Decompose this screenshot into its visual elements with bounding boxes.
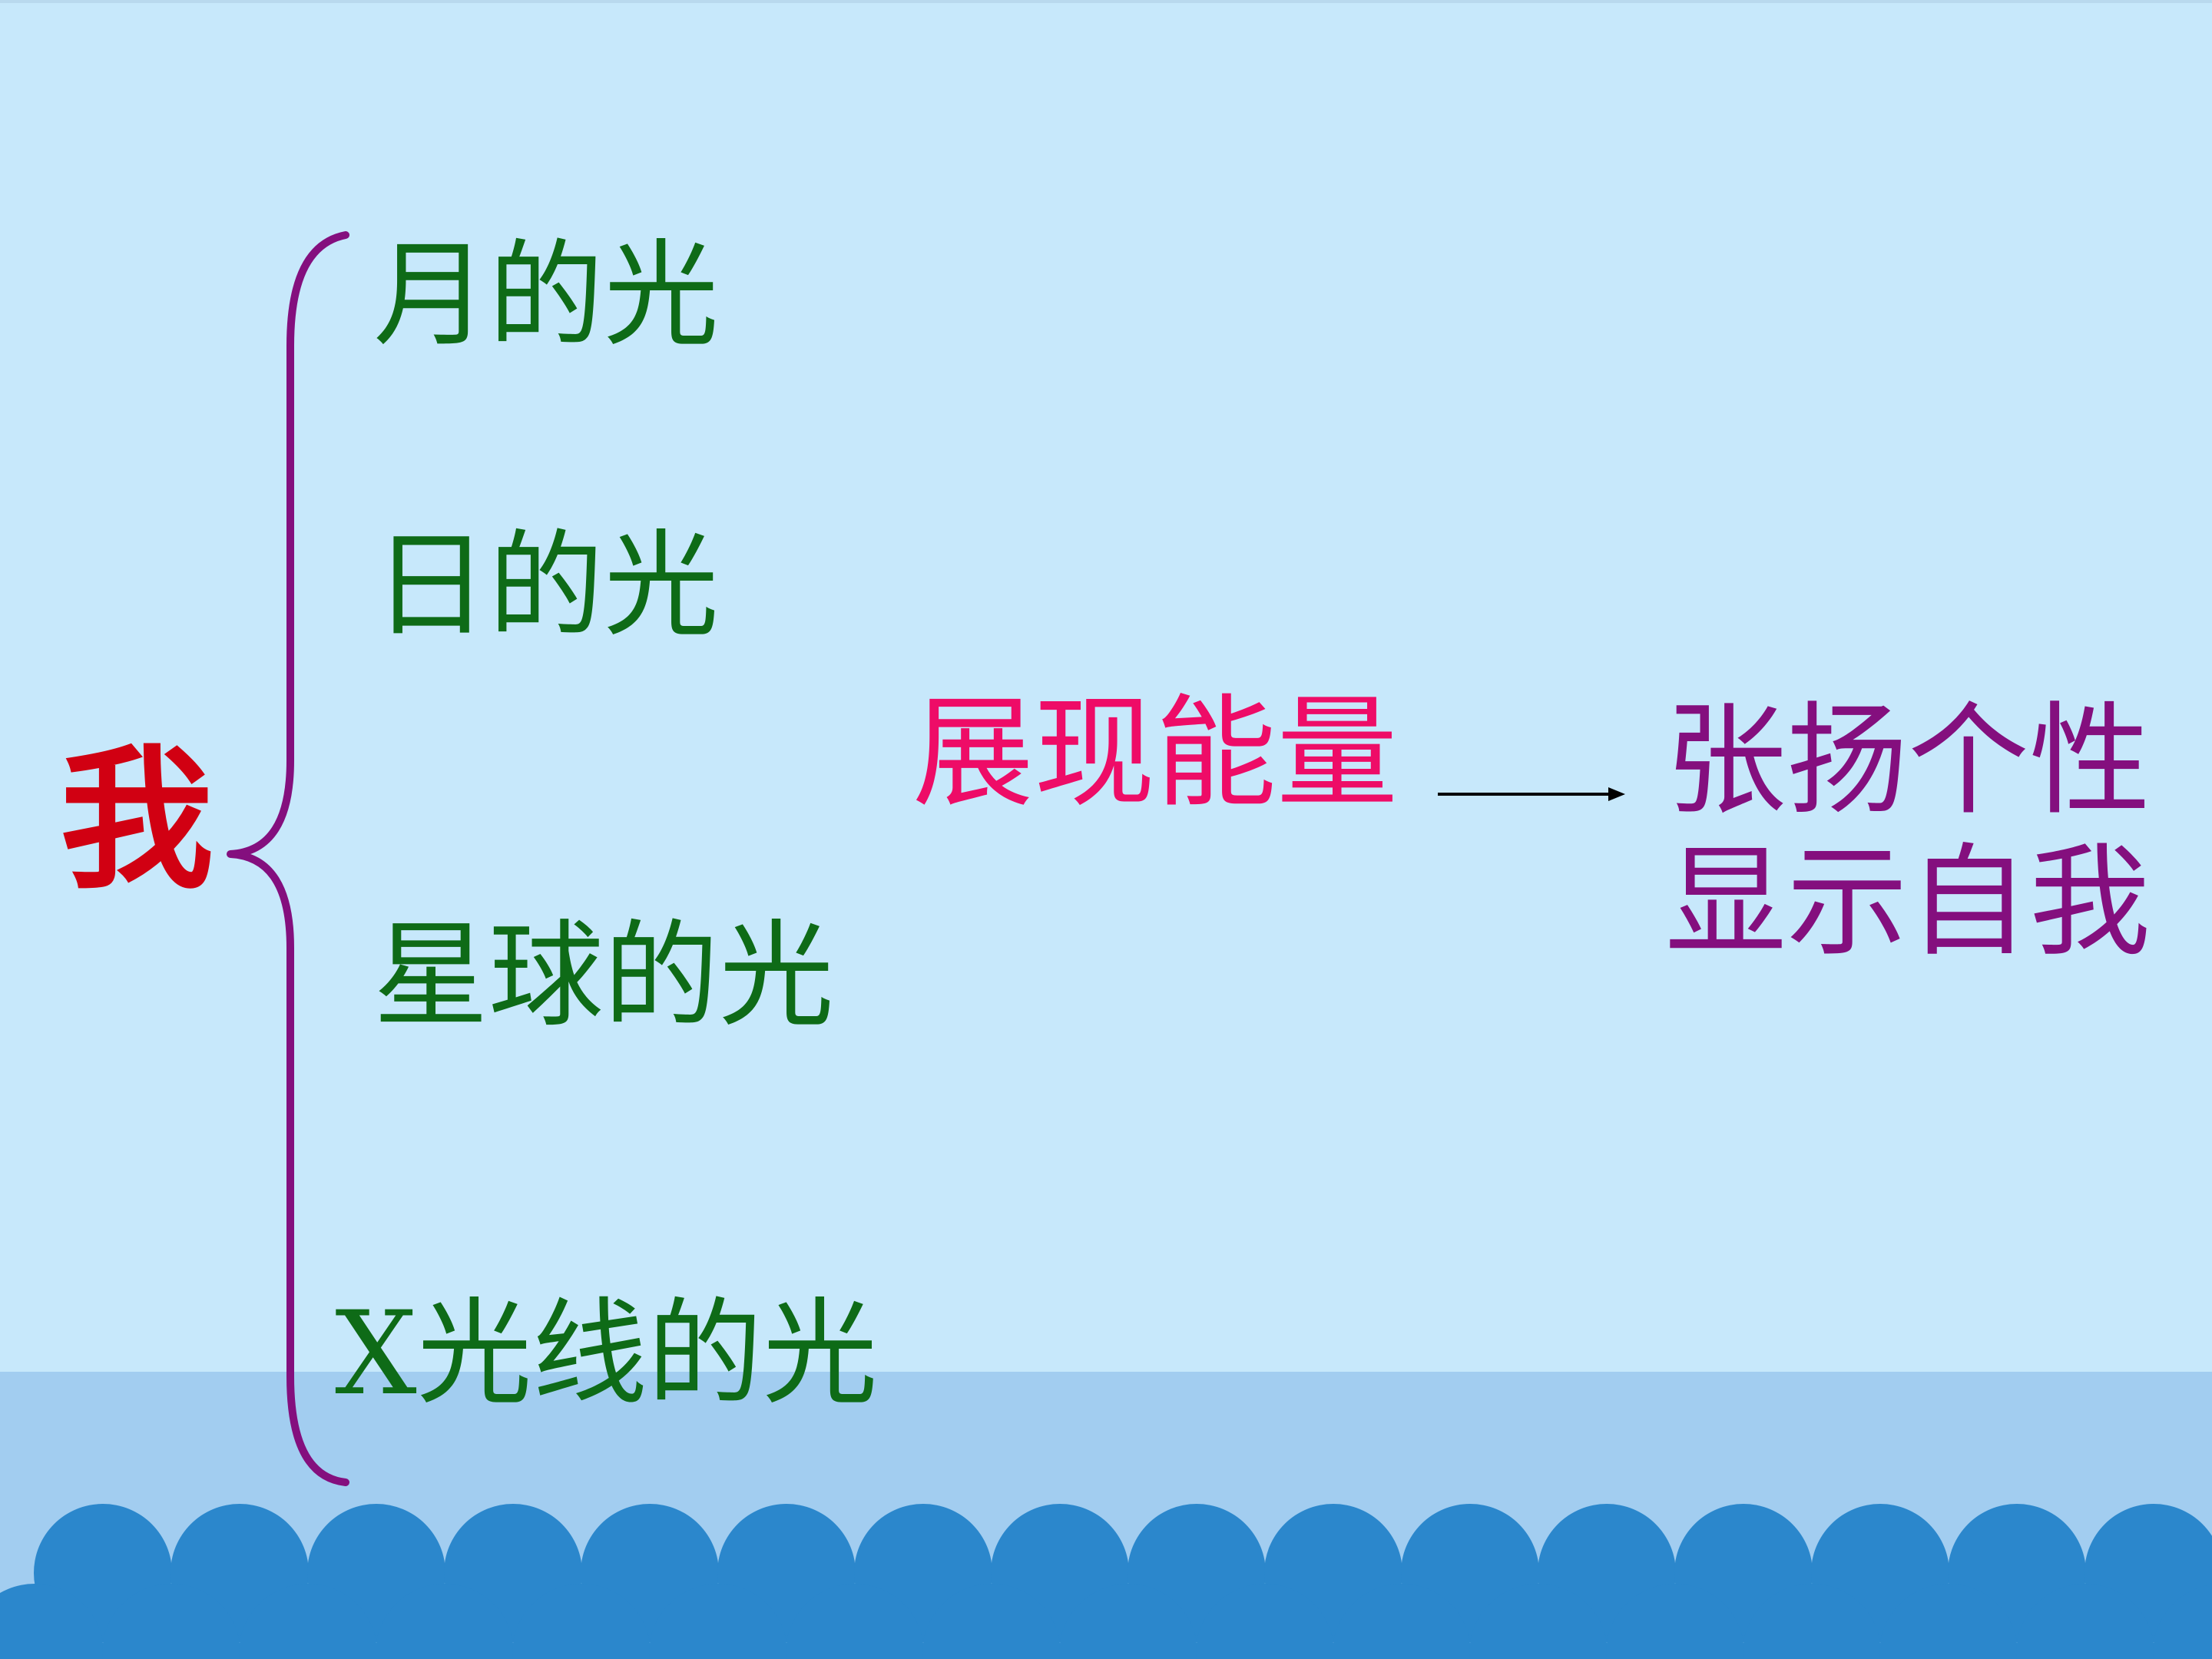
wave-scallop — [1059, 1584, 1197, 1659]
wave-scallop — [1606, 1584, 1744, 1659]
wave-scallop — [239, 1584, 377, 1659]
wave-scallop — [786, 1584, 924, 1659]
wave-scallop — [1469, 1584, 1608, 1659]
wave-scallop — [0, 1584, 104, 1659]
branch-label-xray: X光线的光 — [335, 1287, 878, 1421]
wave-scallop — [376, 1584, 514, 1659]
top-border — [0, 0, 2212, 3]
wave-scallop — [2016, 1584, 2154, 1659]
branch-label-moon: 月的光 — [373, 229, 720, 363]
result-line-1: 张扬个性 — [1665, 690, 2151, 832]
wave-decoration — [0, 1504, 2212, 1659]
wave-scallop — [2153, 1584, 2212, 1659]
arrow-head — [1608, 787, 1625, 801]
center-label: 展现能量 — [912, 683, 1398, 824]
wave-scallop — [1879, 1584, 2018, 1659]
wave-scallop — [1196, 1584, 1334, 1659]
result-line-2: 显示自我 — [1665, 832, 2151, 973]
wave-scallop — [922, 1584, 1061, 1659]
wave-scallop — [649, 1584, 787, 1659]
wave-scallop — [102, 1584, 240, 1659]
curly-brace — [227, 231, 349, 1486]
branch-label-sun: 日的光 — [373, 519, 720, 653]
wave-scallop — [512, 1584, 651, 1659]
root-label: 我 — [60, 730, 214, 910]
branch-label-star: 星球的光 — [373, 909, 835, 1043]
wave-scallop — [1333, 1584, 1471, 1659]
wave-scallop — [1743, 1584, 1881, 1659]
